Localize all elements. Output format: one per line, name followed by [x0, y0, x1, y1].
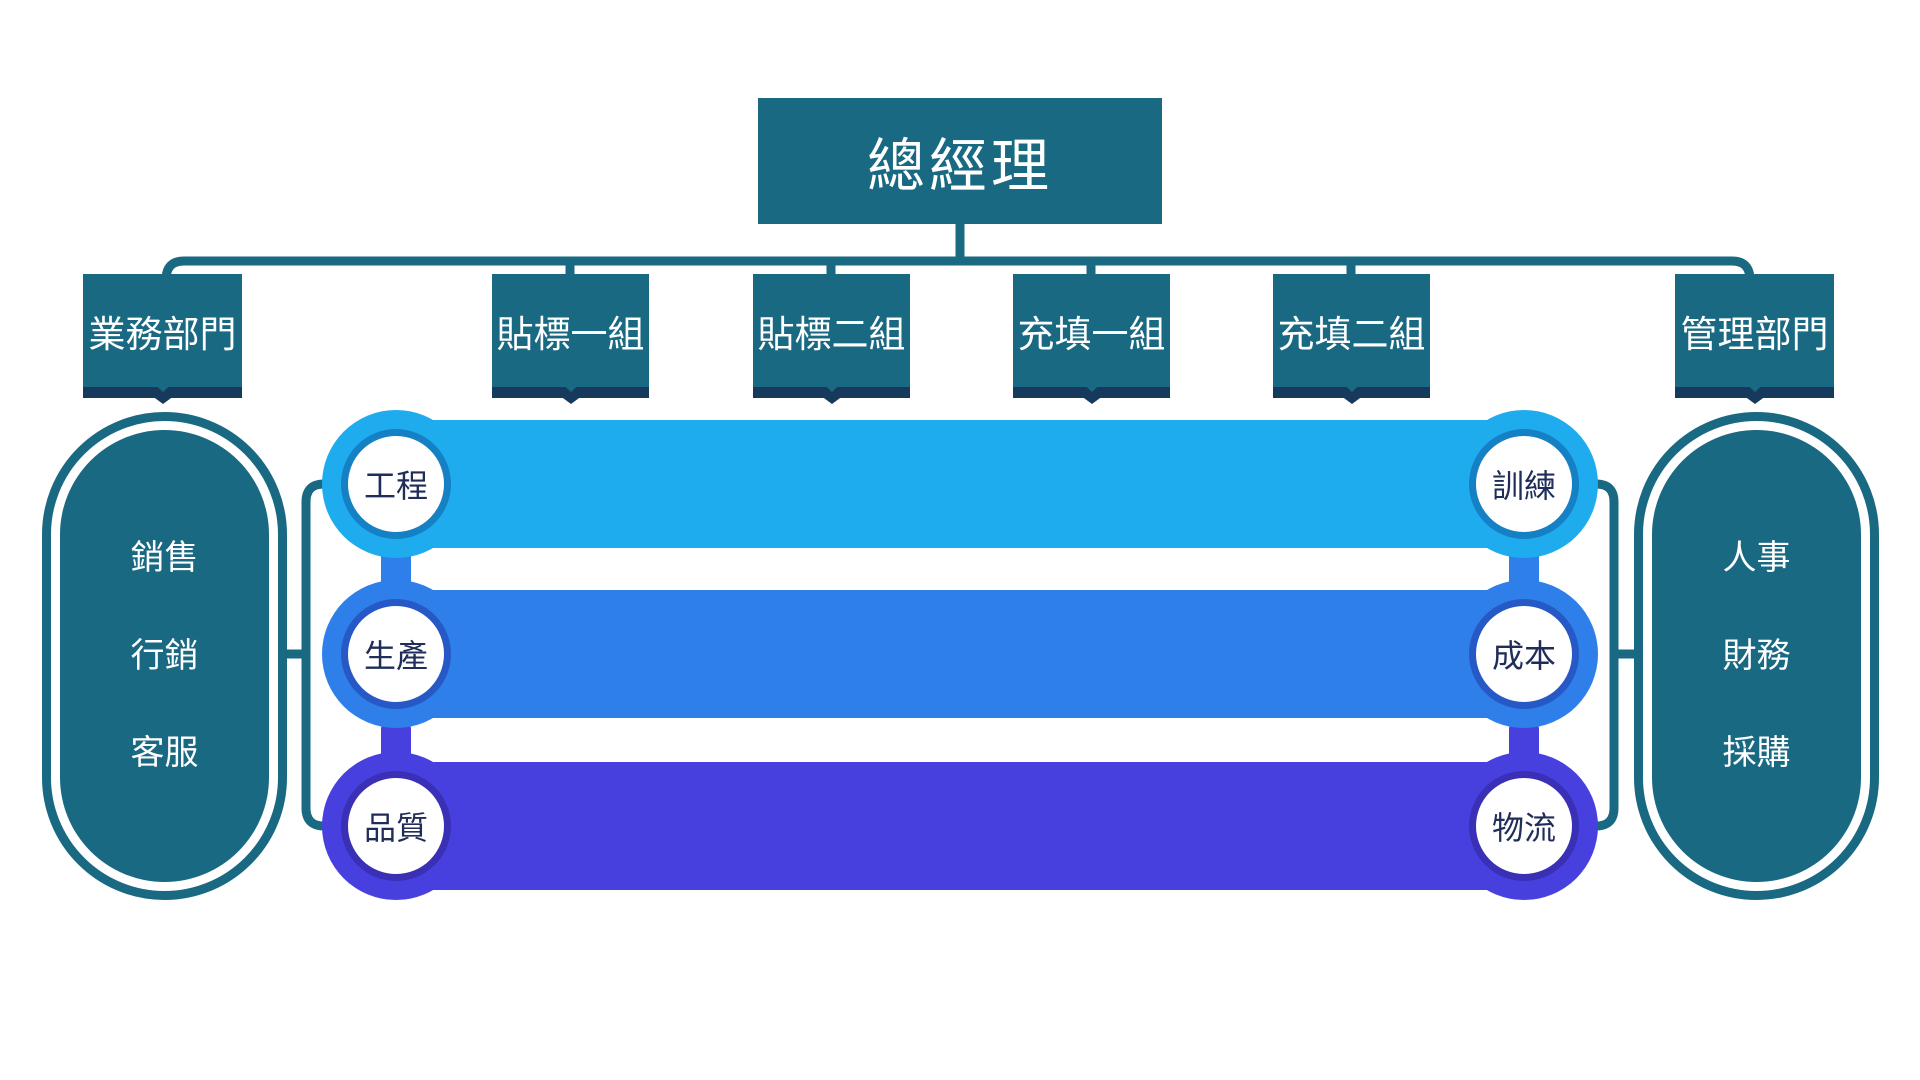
- down-pointer-inner-icon: [145, 376, 180, 392]
- root-box-general-manager: 總經理: [758, 98, 1162, 224]
- node-label: 訓練: [1491, 468, 1556, 504]
- down-pointer-inner-icon: [1334, 376, 1369, 392]
- dept-box-admin: 管理部門: [1675, 274, 1834, 404]
- root-label: 總經理: [866, 134, 1053, 199]
- down-pointer-inner-icon: [1737, 376, 1772, 392]
- process-bar-3: [350, 762, 1570, 890]
- node-label: 物流: [1491, 810, 1556, 846]
- node-engineering: 工程: [322, 410, 470, 558]
- node-label: 成本: [1491, 638, 1556, 674]
- pill-item: 行銷: [130, 636, 199, 675]
- down-pointer-inner-icon: [1074, 376, 1109, 392]
- dept-label: 貼標二組: [757, 313, 906, 355]
- dept-box-labeling-2: 貼標二組: [753, 274, 910, 404]
- node-quality: 品質: [322, 752, 470, 900]
- dept-label: 業務部門: [88, 313, 237, 355]
- dept-label: 貼標一組: [496, 313, 645, 355]
- node-label: 品質: [363, 810, 428, 846]
- node-label: 生產: [363, 638, 428, 674]
- process-bar-1: [350, 420, 1570, 548]
- node-logistics: 物流: [1450, 752, 1598, 900]
- process-bar-2: [350, 590, 1570, 718]
- pill-item: 採購: [1722, 734, 1791, 773]
- main-branch-line: [161, 256, 1755, 281]
- sales-pill-ring: [42, 412, 287, 900]
- dept-label: 管理部門: [1680, 313, 1829, 355]
- pill-item: 銷售: [130, 538, 199, 577]
- dept-box-filling-2: 充填二組: [1273, 274, 1430, 404]
- admin-pill: 人事 財務 採購: [1652, 430, 1861, 882]
- dept-label: 充填一組: [1017, 313, 1166, 355]
- dept-label: 充填二組: [1277, 313, 1426, 355]
- dept-box-filling-1: 充填一組: [1013, 274, 1170, 404]
- node-training: 訓練: [1450, 410, 1598, 558]
- node-label: 工程: [363, 468, 428, 504]
- node-cost: 成本: [1450, 580, 1598, 728]
- down-pointer-inner-icon: [814, 376, 849, 392]
- pill-item: 客服: [130, 734, 199, 773]
- sales-pill: 銷售 行銷 客服: [60, 430, 269, 882]
- dept-box-sales: 業務部門: [83, 274, 242, 404]
- admin-pill-ring: [1634, 412, 1879, 900]
- node-production: 生產: [322, 580, 470, 728]
- down-pointer-inner-icon: [553, 376, 588, 392]
- dept-box-labeling-1: 貼標一組: [492, 274, 649, 404]
- pill-item: 人事: [1722, 538, 1791, 577]
- pill-item: 財務: [1722, 636, 1791, 675]
